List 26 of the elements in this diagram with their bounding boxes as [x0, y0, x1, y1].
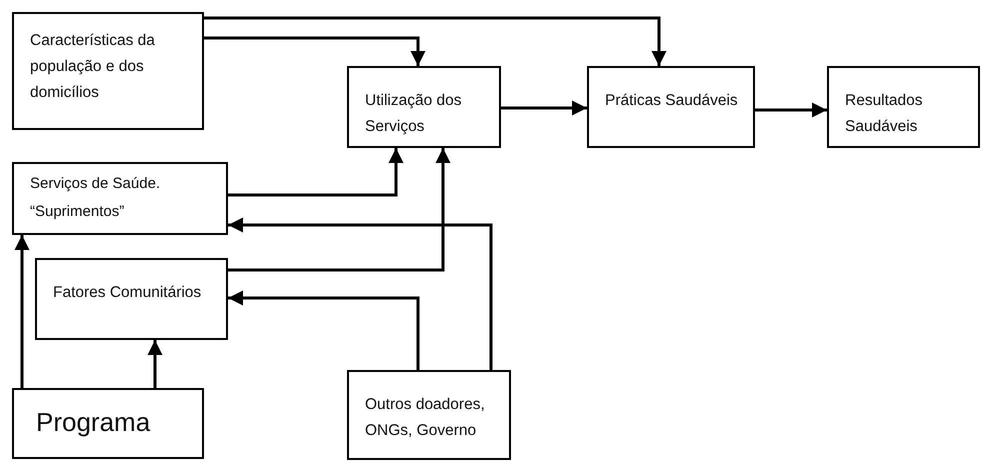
box-label: Programa [36, 406, 152, 439]
arrow [228, 148, 450, 272]
box-label: Outros doadores, ONGs, Governo [365, 395, 486, 441]
box-label: Características da população e dos domicílios [30, 31, 156, 103]
arrow [228, 290, 420, 370]
box-label: Utilização dos Serviços [365, 91, 462, 137]
process-box [12, 162, 228, 235]
process-box [35, 258, 228, 340]
box-label: Fatores Comunitários [53, 283, 202, 303]
box-label: Serviços de Saúde. “Suprimentos” [30, 174, 162, 222]
arrow [204, 36, 426, 66]
arrow [14, 235, 30, 388]
box-label: Práticas Saudáveis [605, 91, 739, 111]
arrow [204, 16, 666, 66]
arrow [228, 148, 404, 196]
process-box [12, 12, 204, 130]
process-box [587, 66, 755, 148]
arrow [501, 100, 587, 116]
arrow [755, 102, 827, 118]
process-box [347, 370, 511, 460]
process-box [347, 66, 501, 148]
box-label: Resultados Saudáveis [845, 91, 924, 137]
arrow [228, 218, 492, 370]
process-box [827, 66, 980, 148]
arrow [148, 340, 162, 388]
process-box [12, 388, 204, 459]
